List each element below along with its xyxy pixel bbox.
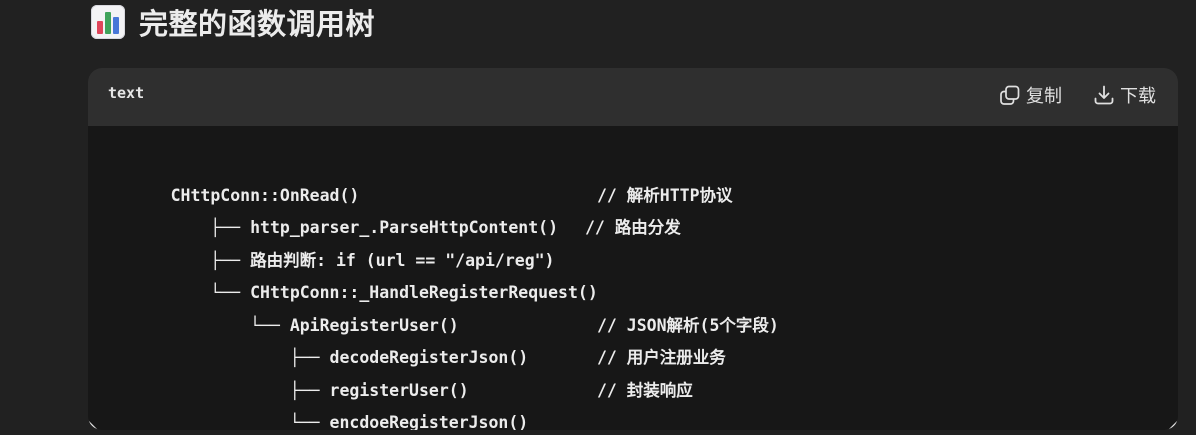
code-content: CHttpConn::OnRead() ├── http_parser_.Par… xyxy=(111,147,779,431)
code-line: ├── http_parser_.ParseHttpContent() // 解… xyxy=(111,180,732,238)
code-line-text: └── CHttpConn::_HandleRegisterRequest() xyxy=(170,283,598,302)
code-line: ├── 路由判断: if (url == "/api/reg") // 路由分发 xyxy=(111,212,680,270)
code-language-label: text xyxy=(108,84,145,102)
code-line: └── encdoeRegisterJson() // 封装响应 xyxy=(111,375,693,431)
code-line-comment: // JSON解析(5个字段) xyxy=(597,315,779,335)
download-icon xyxy=(1092,83,1116,107)
resize-corner-left xyxy=(88,420,98,430)
bar-chart-icon xyxy=(91,5,125,39)
code-block-actions: 复制 下载 xyxy=(998,82,1156,108)
section-heading: 完整的函数调用树 xyxy=(91,2,375,42)
code-line: └── ApiRegisterUser() xyxy=(111,277,598,335)
copy-icon xyxy=(998,83,1022,107)
code-line-comment: // 路由分发 xyxy=(585,218,681,237)
copy-label: 复制 xyxy=(1026,86,1062,107)
code-line-text: ├── 路由判断: if (url == "/api/reg") xyxy=(170,250,555,270)
code-line-text: CHttpConn::OnRead() xyxy=(170,185,360,205)
code-line: ├── decodeRegisterJson() // JSON解析(5个字段) xyxy=(111,310,779,368)
code-line-comment: // 解析HTTP协议 xyxy=(597,185,733,205)
code-block: text 复制 下载 xyxy=(88,68,1178,430)
code-line-comment: // 封装响应 xyxy=(597,380,693,400)
code-line-text: ├── decodeRegisterJson() xyxy=(170,348,529,367)
code-line-text: ├── http_parser_.ParseHttpContent() xyxy=(170,218,559,237)
code-line: CHttpConn::OnRead() xyxy=(111,147,598,205)
code-line-text: └── ApiRegisterUser() xyxy=(170,315,459,335)
code-line: └── CHttpConn::_HandleRegisterRequest() xyxy=(111,245,597,302)
code-block-header: text 复制 下载 xyxy=(88,68,1178,126)
copy-button[interactable]: 复制 xyxy=(998,82,1062,108)
resize-corner-right xyxy=(1168,420,1178,430)
code-line: ├── registerUser() // 用户注册业务 xyxy=(111,342,726,400)
section-title: 完整的函数调用树 xyxy=(139,7,376,41)
download-button[interactable]: 下载 xyxy=(1092,82,1156,108)
code-line-comment: // 用户注册业务 xyxy=(597,348,726,367)
code-line-text: └── encdoeRegisterJson() xyxy=(170,413,529,430)
code-line-text: ├── registerUser() xyxy=(170,380,469,400)
download-label: 下载 xyxy=(1120,86,1156,107)
